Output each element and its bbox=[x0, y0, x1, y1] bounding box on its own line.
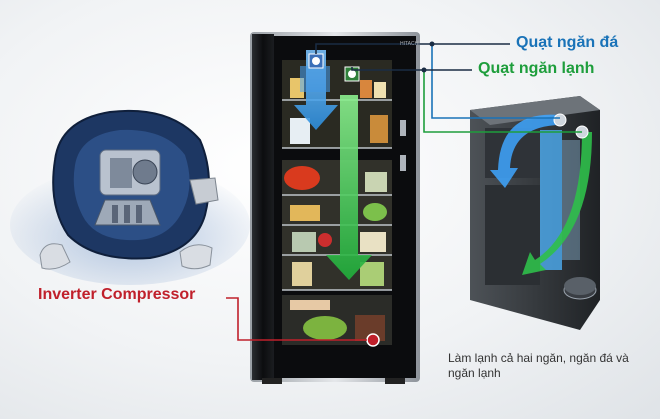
inverter-compressor-label: Inverter Compressor bbox=[38, 286, 196, 303]
fridge-fan-label: Quạt ngăn lạnh bbox=[478, 60, 595, 77]
refrigerator-side-cutaway bbox=[470, 96, 600, 330]
fridge-compressor-marker bbox=[366, 333, 380, 347]
compressor-illustration bbox=[10, 109, 250, 285]
refrigerator-front bbox=[250, 32, 420, 384]
fridge-airflow-arrow bbox=[326, 95, 372, 280]
leader-lines bbox=[226, 41, 582, 341]
food-items bbox=[284, 78, 388, 341]
freezer-fan-icon bbox=[308, 53, 324, 69]
freezer-airflow-arrow bbox=[294, 50, 338, 130]
freezer-fan-label: Quạt ngăn đá bbox=[516, 34, 619, 51]
brand-mark: HITACHI bbox=[400, 41, 420, 47]
cooling-caption: Làm lạnh cả hai ngăn, ngăn đá và ngăn lạ… bbox=[448, 351, 629, 380]
